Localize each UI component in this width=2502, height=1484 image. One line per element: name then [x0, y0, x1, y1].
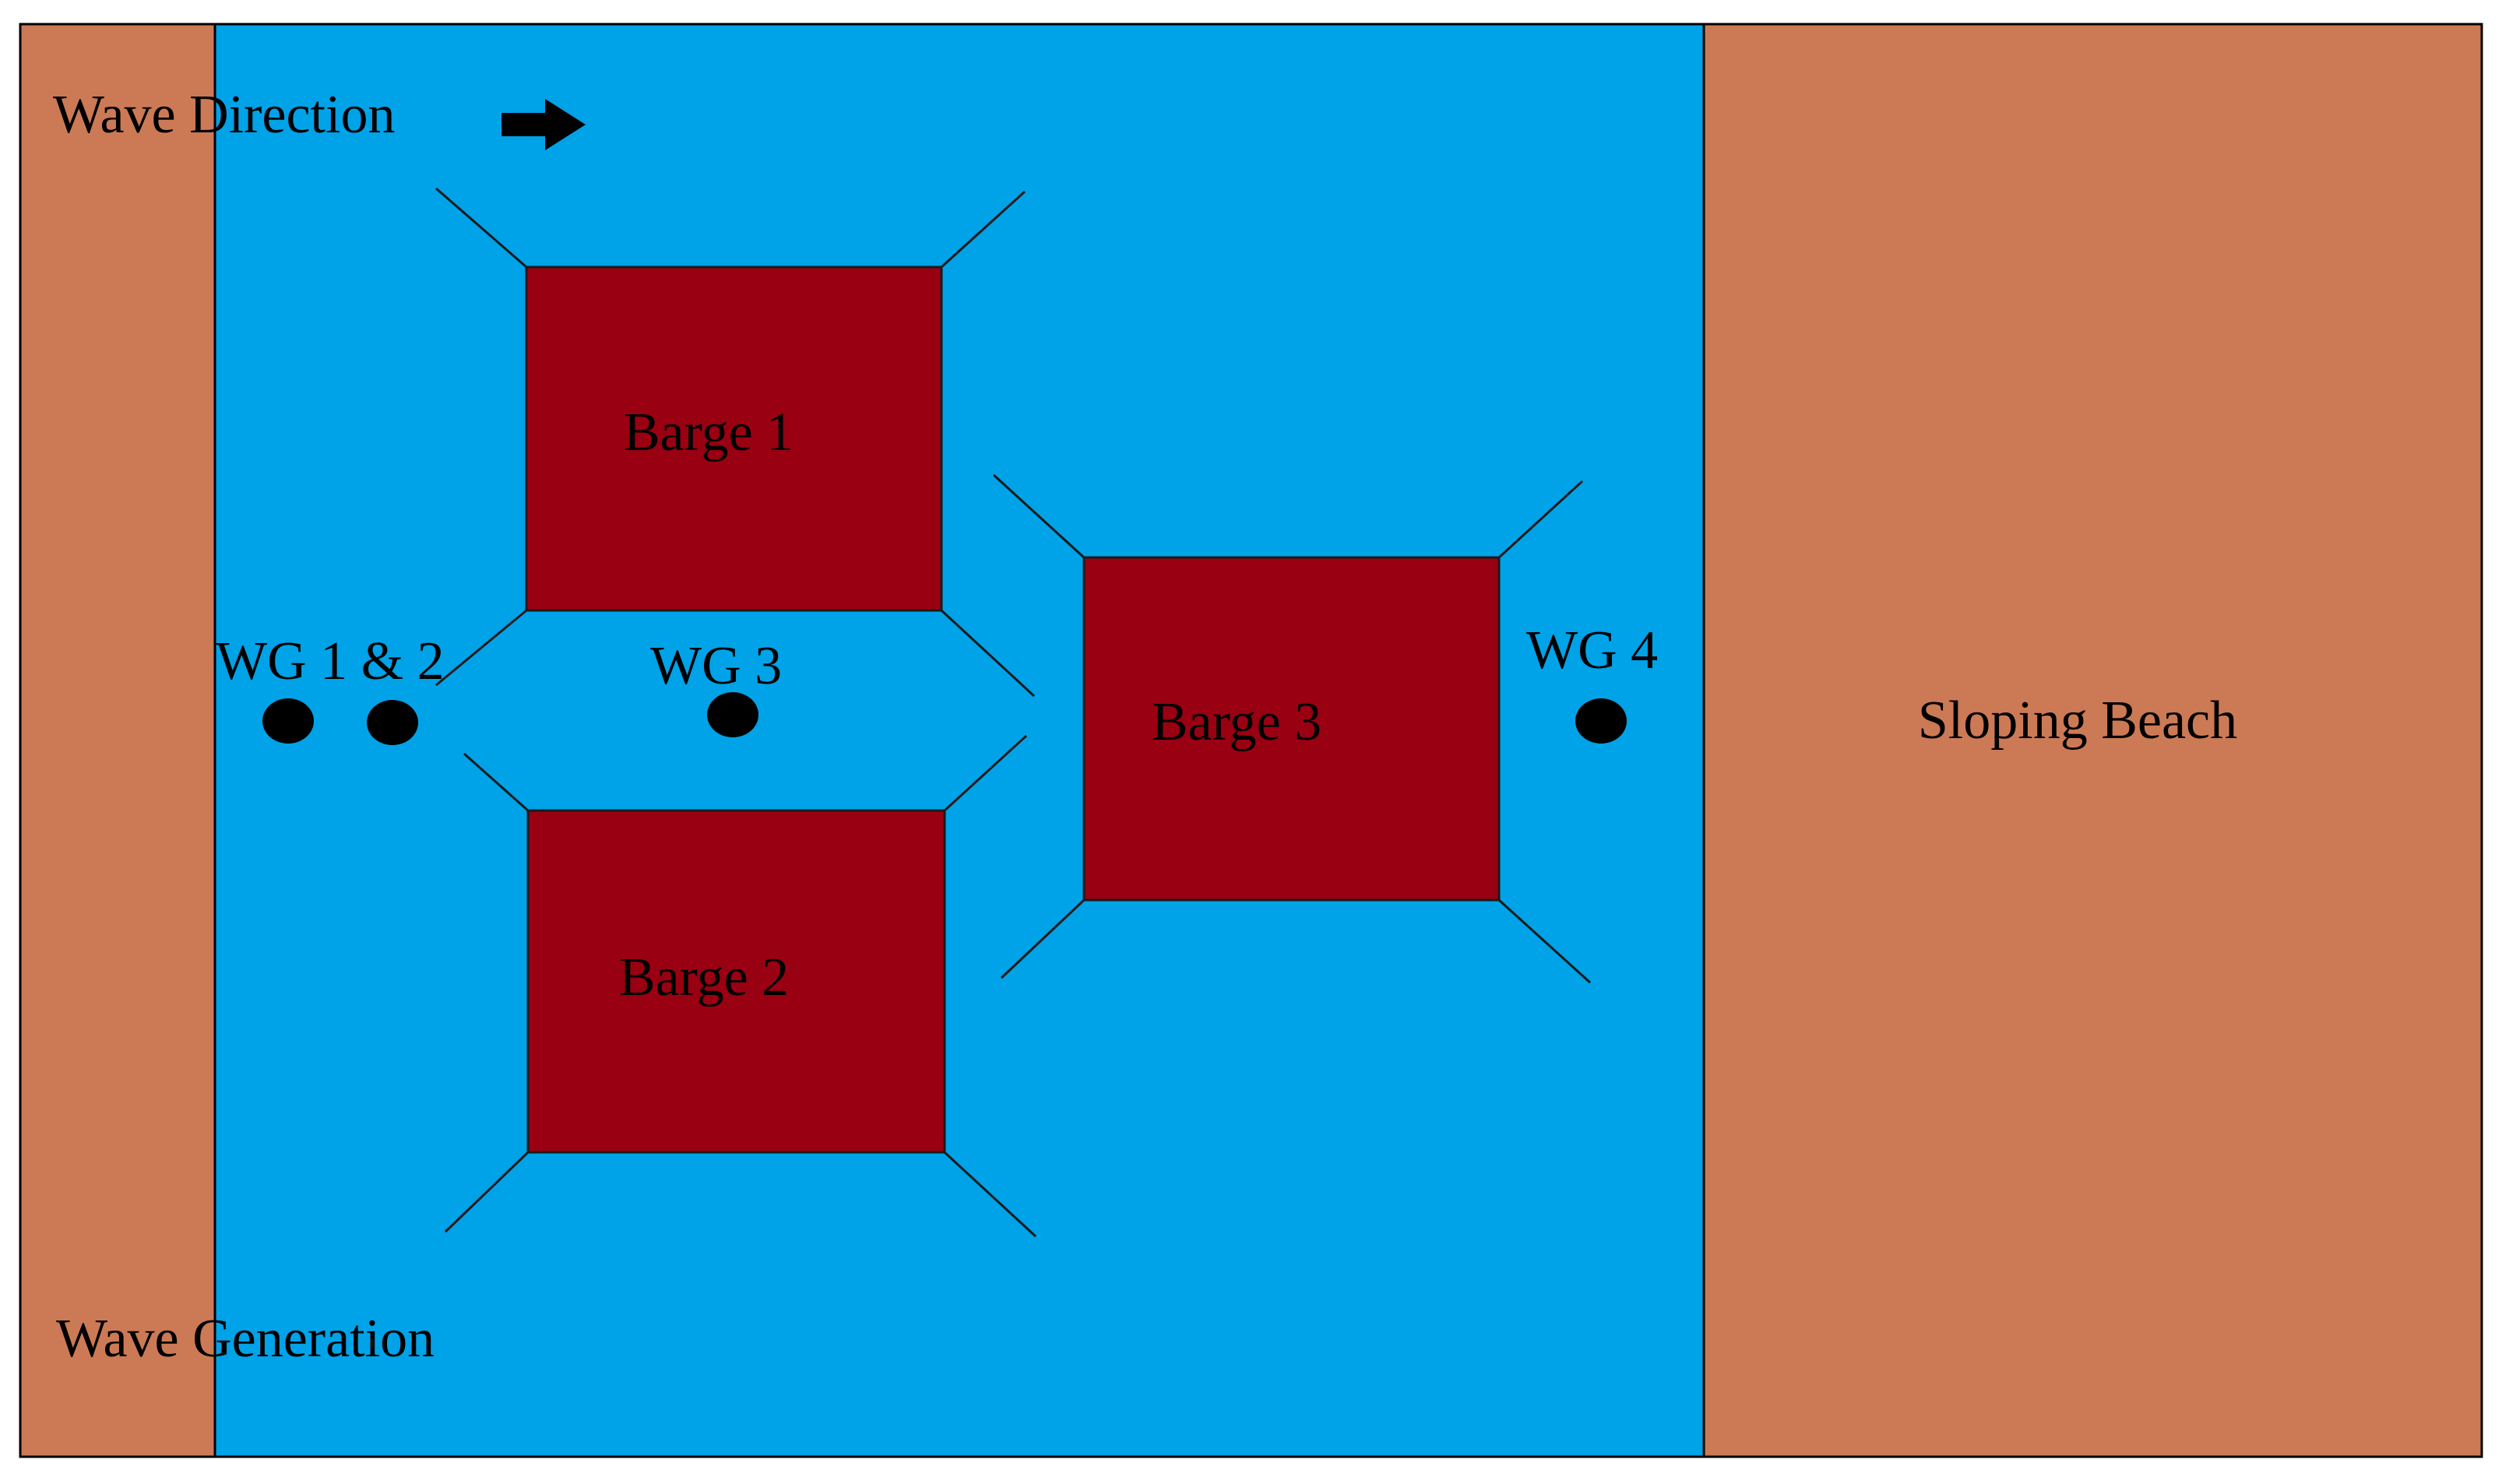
barge-1-mooring-lines [435, 187, 1036, 698]
wave-gauge-1-icon [262, 698, 314, 744]
barge-2 [526, 809, 946, 1154]
mooring-line [435, 609, 527, 687]
mooring-line [943, 734, 1028, 812]
right-arrow-icon [501, 99, 586, 150]
mooring-line [463, 752, 529, 812]
mooring-line [444, 1151, 530, 1233]
wave-generation-label: Wave Generation [56, 1309, 435, 1369]
wg-4-label: WG 4 [1526, 621, 1658, 680]
sloping-beach-zone [1702, 23, 2483, 1458]
barge-3-label: Barge 3 [1152, 692, 1321, 752]
wave-gauge-3-icon [707, 692, 758, 737]
mooring-line [940, 190, 1026, 269]
mooring-line [943, 1151, 1037, 1238]
mooring-line [1497, 480, 1584, 559]
wave-gauge-2-icon [367, 700, 418, 745]
mooring-line [435, 187, 527, 269]
barge-2-mooring-lines [444, 734, 1037, 1238]
barge-1 [525, 266, 943, 612]
mooring-line [992, 473, 1086, 559]
wave-gauge-4-icon [1575, 698, 1627, 744]
wg-1-2-label: WG 1 & 2 [216, 631, 445, 691]
barge-3 [1082, 556, 1501, 902]
sloping-beach-label: Sloping Beach [1918, 691, 2237, 751]
mooring-line [1000, 898, 1086, 979]
wave-direction-label: Wave Direction [53, 85, 395, 145]
mooring-line [940, 609, 1036, 698]
barge-3-mooring-lines [992, 473, 1592, 984]
barge-1-label: Barge 1 [624, 403, 794, 462]
wg-3-label: WG 3 [650, 636, 782, 696]
wave-gauges [262, 692, 1627, 745]
barge-2-label: Barge 2 [619, 948, 789, 1008]
wave-generation-zone [19, 23, 216, 1458]
mooring-line [1497, 898, 1592, 984]
